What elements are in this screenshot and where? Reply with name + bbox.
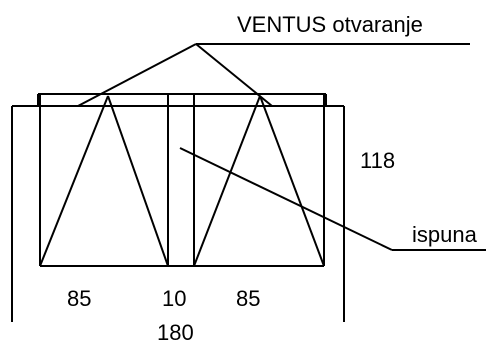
right-sash-opening-left — [193, 95, 261, 267]
left-sash-opening-left — [39, 95, 109, 267]
left-sash — [39, 94, 169, 267]
right-sash — [193, 94, 325, 267]
right-sash-width: 85 — [236, 286, 260, 311]
infill-leader — [179, 147, 486, 251]
opening-type-label: VENTUS otvaranje — [237, 12, 423, 37]
total-width: 180 — [157, 320, 194, 345]
right-sash-opening-right — [259, 95, 325, 267]
infill-leader-diagonal — [179, 147, 393, 251]
leader-left — [77, 43, 197, 107]
mullion-width: 10 — [162, 286, 186, 311]
leader-right — [195, 43, 273, 107]
window-frame — [11, 93, 345, 322]
infill-label: ispuna — [412, 222, 478, 247]
mullion — [167, 94, 195, 267]
left-sash-opening-right — [107, 95, 169, 267]
left-sash-width: 85 — [67, 286, 91, 311]
opening-leader-lines — [77, 43, 470, 107]
height-dimension: 118 — [360, 148, 395, 173]
